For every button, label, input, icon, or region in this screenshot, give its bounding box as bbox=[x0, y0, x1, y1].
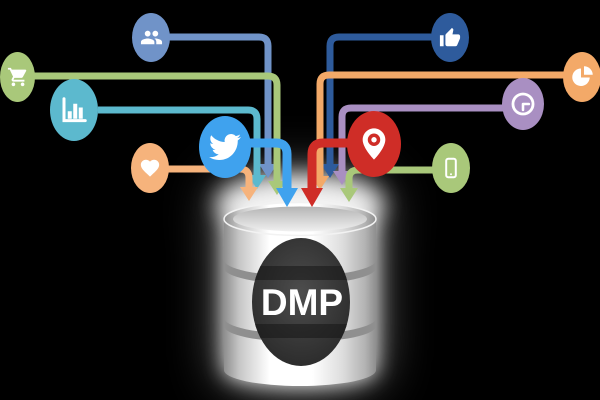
connector-users-arrow bbox=[259, 164, 277, 178]
connector-users-line bbox=[168, 33, 272, 165]
connector-twitter-arrow bbox=[276, 188, 298, 207]
location-pin-icon bbox=[362, 128, 386, 160]
shopping-cart-icon bbox=[7, 67, 26, 87]
connector-smartphone-arrow bbox=[340, 188, 358, 202]
thumbs-up-icon bbox=[439, 27, 461, 46]
connector-thumbs-up-arrow bbox=[321, 164, 339, 178]
users-node bbox=[132, 13, 170, 62]
connector-cart-line bbox=[32, 72, 281, 182]
bar-chart-icon bbox=[62, 97, 87, 123]
heart-node bbox=[131, 143, 169, 193]
smartphone-node bbox=[432, 143, 470, 193]
bar-chart-node bbox=[50, 79, 98, 141]
clock-node bbox=[502, 78, 544, 130]
location-pin-node bbox=[347, 111, 401, 177]
pie-chart-icon bbox=[572, 66, 593, 86]
smartphone-icon bbox=[445, 157, 457, 179]
dmp-label: DMP bbox=[261, 282, 343, 323]
dmp-badge-bands bbox=[252, 266, 350, 338]
connector-heart-arrow bbox=[240, 187, 258, 201]
twitter-node bbox=[199, 116, 251, 178]
cylinder-top-face bbox=[233, 206, 367, 232]
heart-icon bbox=[140, 159, 160, 177]
thumbs-up-node bbox=[431, 13, 469, 62]
clock-icon bbox=[511, 92, 535, 116]
twitter-icon bbox=[209, 133, 241, 161]
users-icon bbox=[140, 30, 162, 45]
connector-location-pin-arrow bbox=[301, 188, 323, 207]
connector-bar-chart-line bbox=[98, 106, 261, 176]
shopping-cart-node bbox=[0, 52, 35, 102]
connector-pie-chart-line bbox=[316, 71, 565, 177]
pie-chart-node bbox=[563, 52, 600, 102]
connector-clock-line bbox=[338, 104, 504, 172]
connector-thumbs-up-line bbox=[326, 33, 432, 165]
connector-twitter-line bbox=[248, 138, 292, 190]
connector-location-pin-line bbox=[307, 138, 350, 190]
